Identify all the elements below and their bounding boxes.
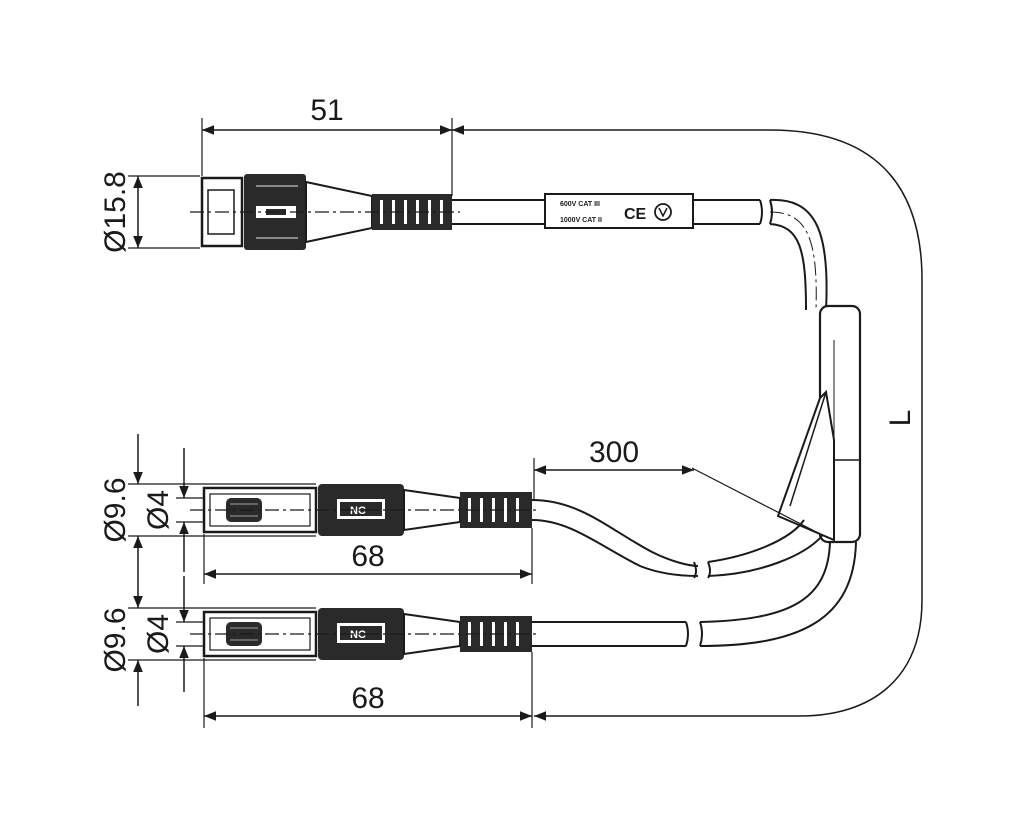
dimension-top-diameter-label: Ø15.8 [99,171,132,253]
dimension-plug-2-pin-diameter-label: Ø4 [142,614,175,654]
plug-2-marking: NC [350,629,366,641]
dimension-plug-2-length-label: 68 [351,682,384,715]
branch-cable-2 [532,541,857,647]
dimension-plug-1-outer-diameter-label: Ø9.6 [99,477,132,542]
marking-line-2: 1000V CAT II [560,217,602,224]
cable-splitter [776,304,862,544]
marking-line-1: 600V CAT III [560,201,600,208]
dimension-overall-length-label: L [884,410,917,427]
dimension-plug-2-outer-diameter-label: Ø9.6 [99,607,132,672]
ce-mark: CE [624,206,647,223]
dimension-plug-1-diameters [128,434,316,580]
dimension-branch-length [533,458,829,539]
dimension-branch-length-label: 300 [589,436,639,469]
dimension-plug-1-length-label: 68 [351,540,384,573]
dimension-plug-1-pin-diameter-label: Ø4 [142,490,175,530]
dimension-top-diameter [128,175,200,249]
plug-1-marking: NC [350,505,366,517]
dimension-plug-1-length [203,528,533,584]
dimension-overall-length [452,125,923,721]
branch-cable-1 [531,499,823,579]
dimension-top-length-label: 51 [310,94,343,127]
dimension-plug-2-diameters [128,576,316,706]
approval-icon [654,203,672,221]
dimension-plug-2-length [203,652,533,728]
